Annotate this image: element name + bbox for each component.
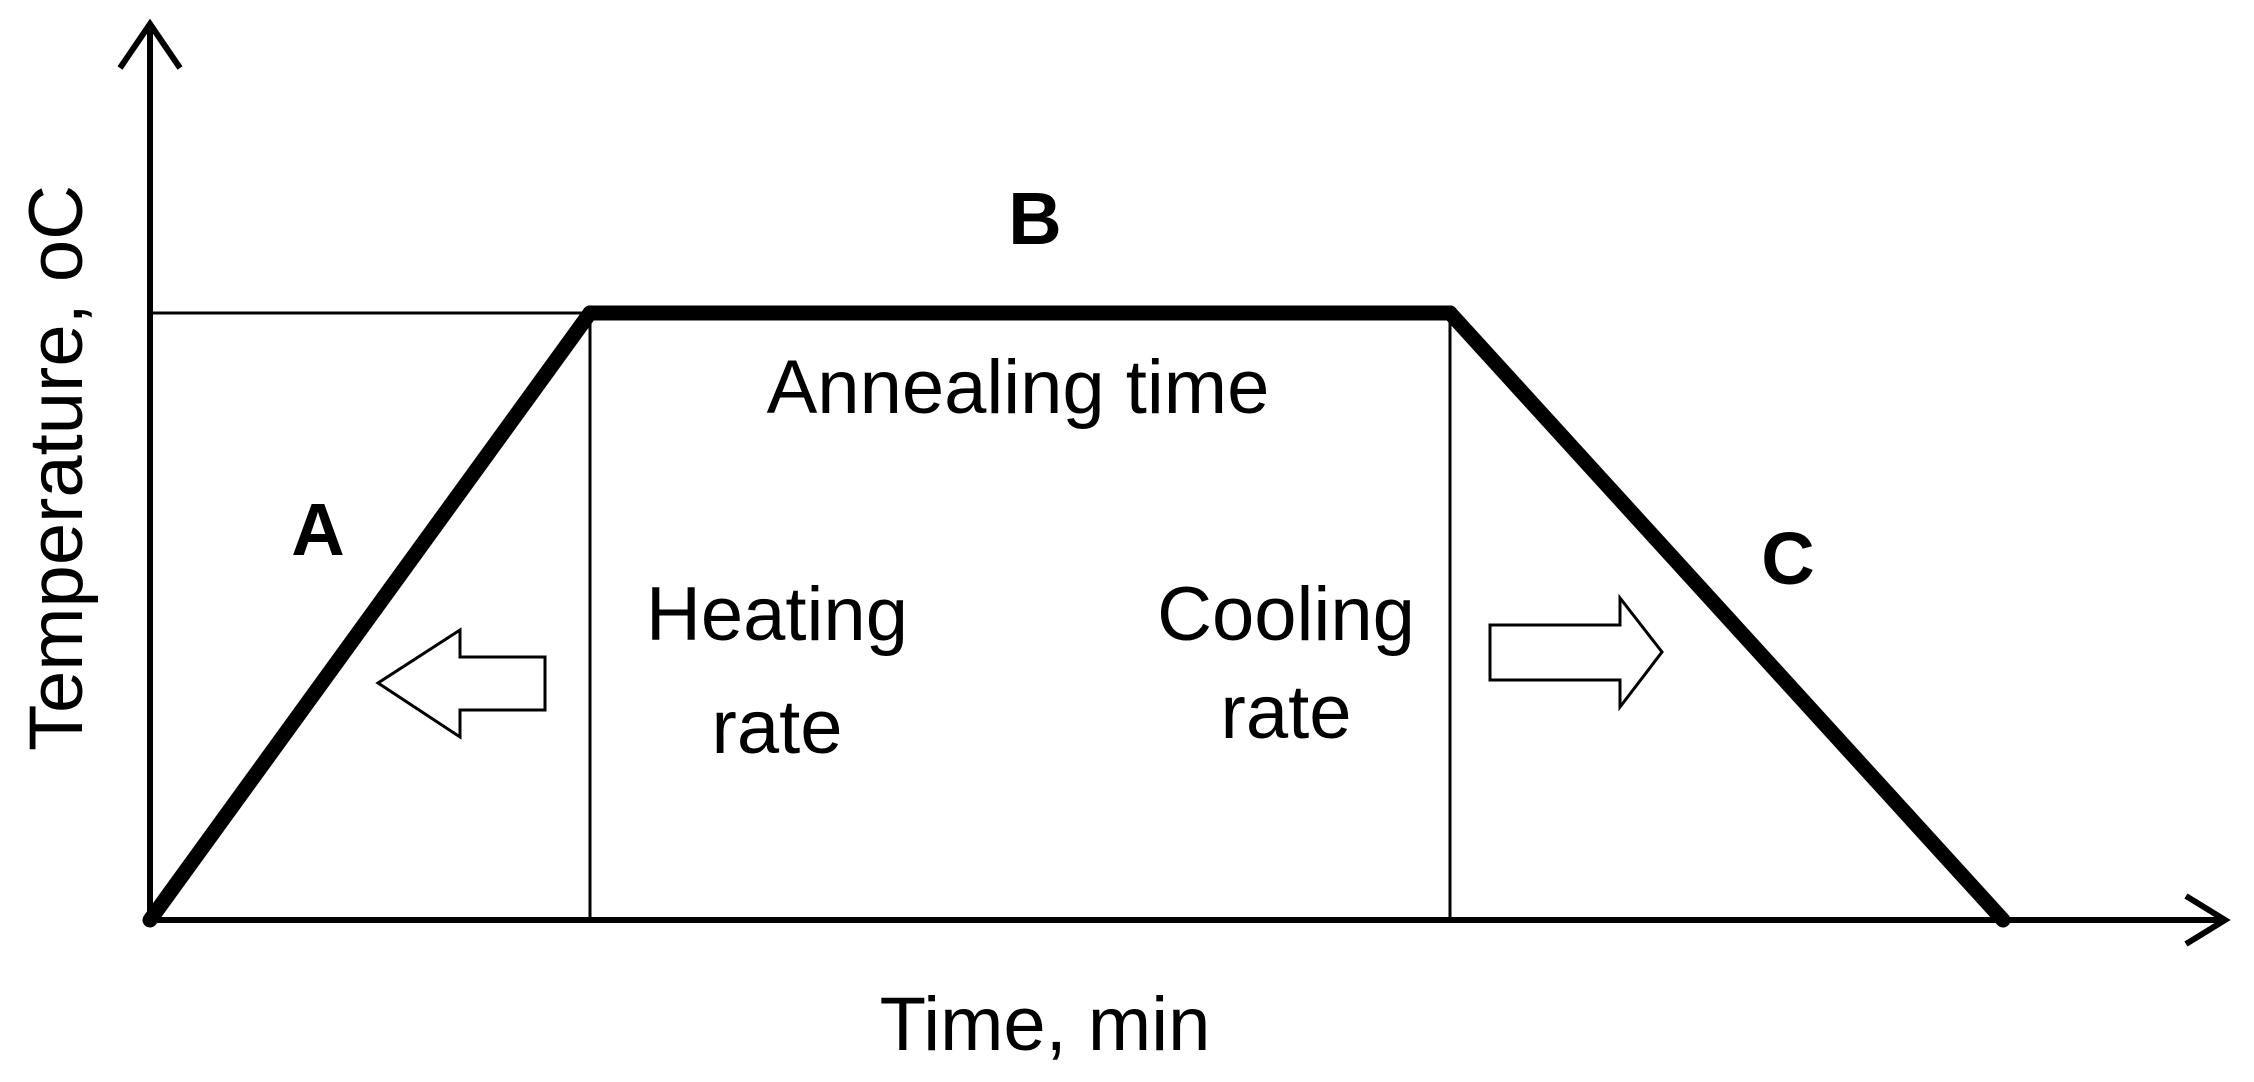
heating-segment	[142, 305, 598, 928]
segment-label-c: C	[1761, 517, 1814, 600]
cooling-rate-label-line2: rate	[1221, 670, 1352, 755]
y-axis-arrowhead	[117, 18, 183, 70]
heating-arrow-icon	[375, 627, 547, 740]
y-axis-label-text: Temperature,	[14, 282, 99, 751]
heating-rate-label-line2: rate	[712, 685, 843, 770]
cooling-arrow-icon	[1488, 593, 1664, 712]
cooling-segment	[1442, 305, 2011, 928]
heating-rate-label-line1: Heating	[646, 572, 908, 657]
x-axis-label: Time, min	[880, 982, 1211, 1067]
segment-label-a: A	[291, 488, 344, 571]
annealing-time-label: Annealing time	[767, 345, 1270, 430]
y-axis-label: Temperature, oC	[14, 185, 99, 751]
cooling-rate-label-line1: Cooling	[1157, 572, 1415, 657]
segment-label-b: B	[1008, 177, 1061, 260]
x-axis-arrowhead	[2184, 893, 2231, 947]
y-axis-unit: oC	[14, 185, 99, 282]
